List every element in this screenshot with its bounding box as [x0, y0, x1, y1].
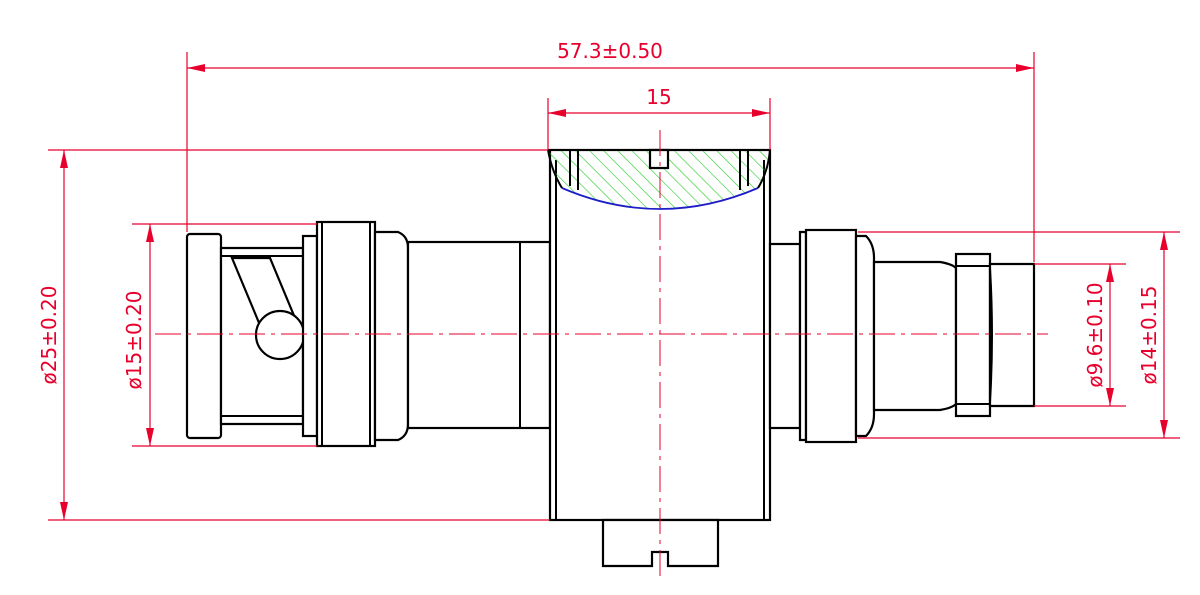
plug-diameter-label: ø15±0.20: [122, 291, 146, 390]
dim-body-diameter: ø25±0.20: [37, 149, 550, 521]
dim-plug-diameter: ø15±0.20: [122, 223, 317, 447]
dim-jack-outer-diameter: ø14±0.15: [858, 231, 1180, 439]
left-sleeve: [406, 240, 552, 430]
dim-jack-inner-diameter: ø9.6±0.10: [1034, 263, 1126, 407]
plug-flange: [185, 232, 223, 440]
main-body: [547, 148, 772, 568]
body-width-label: 15: [646, 85, 671, 109]
dim-overall-length: 57.3±0.50: [186, 39, 1035, 262]
body-diameter-label: ø25±0.20: [37, 286, 61, 385]
jack-tip: [988, 262, 1036, 408]
right-sleeve: [768, 242, 802, 430]
right-shoulder: [854, 234, 876, 438]
jack-inner-diameter-label: ø9.6±0.10: [1083, 282, 1107, 387]
right-knurled-nut: [804, 228, 858, 444]
dim-body-width: 15: [547, 85, 771, 150]
plug-step-ring: [301, 234, 319, 438]
bnc-jack: [872, 252, 1036, 418]
bnc-plug: [185, 232, 319, 440]
jack-body: [872, 260, 958, 412]
jack-outer-diameter-label: ø14±0.15: [1137, 286, 1161, 385]
jack-ring: [954, 252, 992, 418]
top-cap-hatch: [548, 150, 770, 209]
bayonet-pin: [254, 309, 306, 361]
top-slot: [648, 148, 670, 170]
left-shoulder: [373, 230, 410, 442]
overall-length-label: 57.3±0.50: [557, 39, 663, 63]
